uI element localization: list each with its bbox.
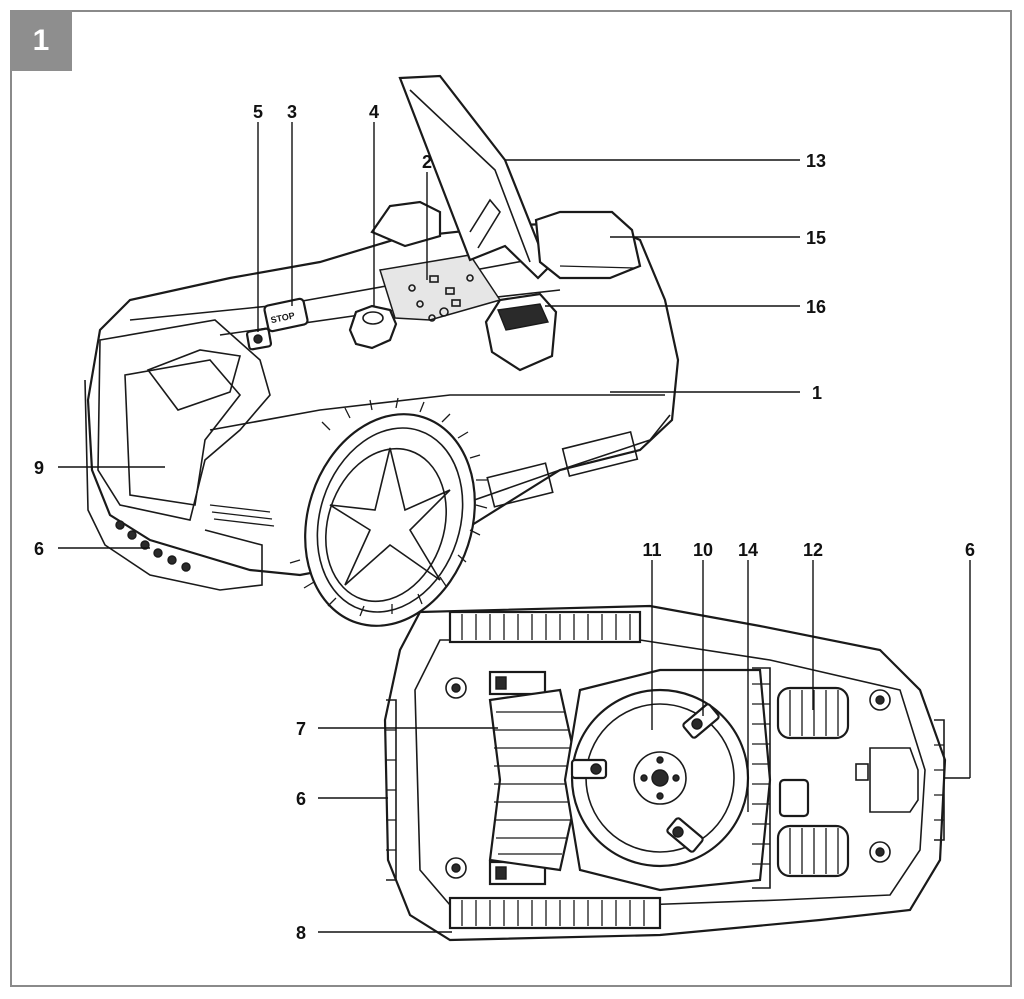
rear-connector-port	[855, 763, 869, 781]
callout-10: 10	[693, 540, 713, 560]
front-nose-inner	[124, 359, 242, 506]
callout-1: 1	[812, 383, 822, 403]
panel-keys	[408, 274, 474, 322]
stop-button: STOP	[263, 297, 309, 333]
left-bumper-sensors	[386, 699, 397, 881]
blades	[570, 703, 720, 853]
callout-6-left: 6	[296, 789, 306, 809]
rear-handle-line	[559, 265, 636, 269]
callout-2: 2	[422, 152, 432, 172]
lid-inner-edge	[409, 89, 531, 263]
figure-frame	[10, 10, 1012, 987]
front-cap	[146, 349, 242, 411]
control-panel-area	[379, 254, 502, 321]
right-bumper-sensors	[934, 719, 945, 841]
cutting-height-knob	[348, 304, 398, 350]
callout-7: 7	[296, 719, 306, 739]
side-character-line	[209, 394, 665, 431]
open-lid	[398, 74, 550, 280]
callout-11: 11	[642, 540, 661, 560]
rain-sensor-top	[497, 303, 549, 331]
drive-track-ring	[488, 688, 582, 872]
callout-labels: 5 3 4 2 13 15 16 1 9 6 11 10 14 12 6 7 6…	[34, 102, 975, 943]
side-grille	[209, 504, 275, 527]
callout-5: 5	[253, 102, 263, 122]
wheel-tread	[289, 397, 488, 617]
rear-connector-housing	[869, 747, 919, 813]
lid-hinge	[469, 198, 501, 249]
front-nose	[97, 319, 271, 521]
callout-14: 14	[738, 540, 758, 560]
track-bottom	[448, 896, 662, 930]
main-switch-knob	[253, 334, 263, 344]
rear-handle	[534, 210, 642, 280]
drive-wheel	[289, 397, 488, 627]
wheel-spokes	[329, 447, 451, 586]
callout-4: 4	[369, 102, 379, 122]
front-sensor-row	[115, 520, 191, 572]
stop-label: STOP	[270, 310, 296, 325]
charging-contacts	[488, 670, 547, 886]
callout-8: 8	[296, 923, 306, 943]
track-top	[448, 610, 642, 644]
callout-12: 12	[803, 540, 823, 560]
skirt-vent-1	[486, 462, 554, 508]
mower-top-view: STOP	[84, 74, 680, 627]
callout-6-top: 6	[34, 539, 44, 559]
mower-bottom-view	[383, 604, 947, 942]
skirt-vent-2	[561, 430, 639, 478]
chassis-latch	[778, 778, 810, 818]
underside-inner-shell	[414, 639, 926, 906]
front-caster-wheels	[776, 686, 850, 878]
figure-number-badge: 1	[10, 10, 72, 71]
callout-9: 9	[34, 458, 44, 478]
callout-6-right: 6	[965, 540, 975, 560]
callout-3: 3	[287, 102, 297, 122]
rear-bumper	[84, 379, 263, 591]
blade-disc	[570, 688, 750, 868]
callout-15: 15	[806, 228, 826, 248]
lower-skirt	[459, 414, 671, 506]
drive-track-treads	[494, 711, 574, 855]
callout-13: 13	[806, 151, 826, 171]
top-handle	[370, 200, 442, 248]
underside-screws	[445, 677, 891, 879]
leader-lines	[58, 122, 971, 933]
callout-16: 16	[806, 297, 826, 317]
chassis-fins	[752, 667, 810, 889]
